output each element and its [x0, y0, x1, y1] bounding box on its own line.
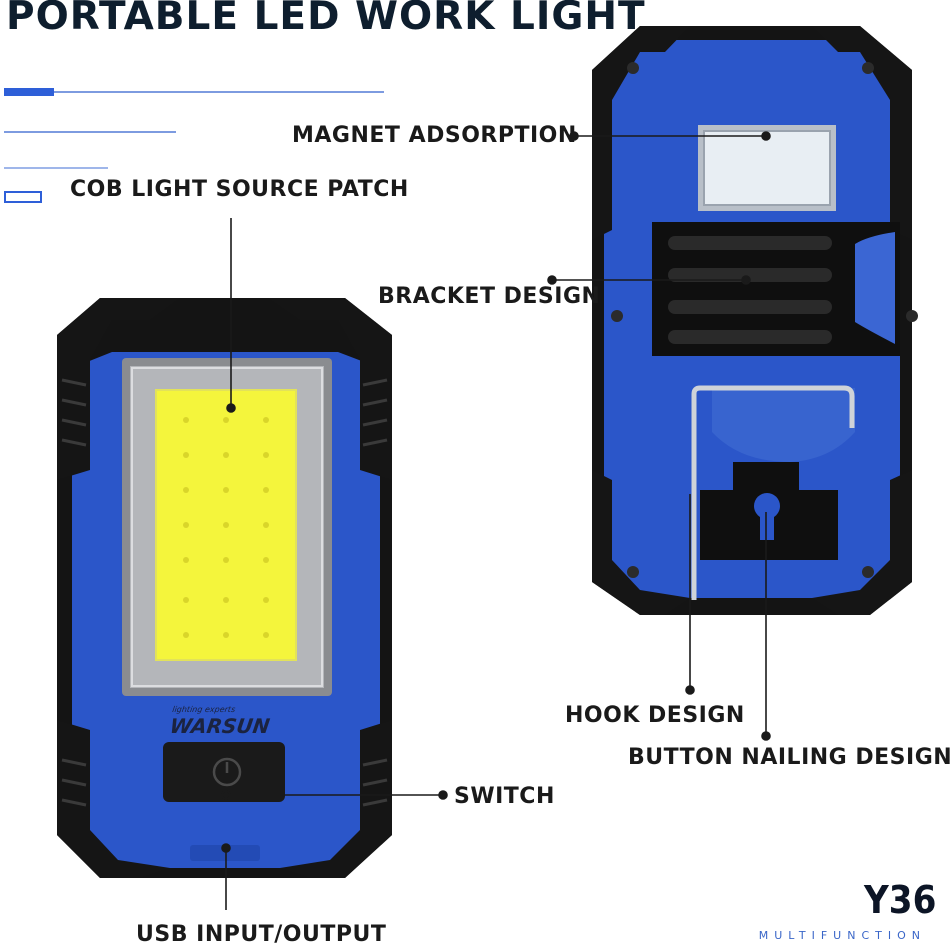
decorative-line-2 — [4, 131, 176, 133]
model-name: Y36 — [863, 878, 936, 922]
label-switch: SWITCH — [454, 784, 555, 809]
model-subtitle: MULTIFUNCTION — [758, 929, 926, 942]
decorative-line-1 — [4, 91, 384, 93]
decorative-line-3 — [4, 167, 108, 169]
label-magnet: MAGNET ADSORPTION — [292, 123, 577, 148]
label-usb: USB INPUT/OUTPUT — [136, 922, 387, 947]
front-light — [57, 298, 392, 878]
back-light — [592, 26, 918, 615]
decorative-box — [4, 191, 42, 203]
decorative-bar-1 — [4, 88, 54, 96]
callout-lines — [221, 131, 771, 910]
label-button-nailing: BUTTON NAILING DESIGN — [628, 745, 950, 770]
switch-button — [163, 742, 285, 802]
label-hook: HOOK DESIGN — [565, 703, 745, 728]
brand-logo: lighting experts WARSUN — [168, 705, 272, 738]
label-cob-light: COB LIGHT SOURCE PATCH — [70, 177, 409, 202]
page-title: PORTABLE LED WORK LIGHT — [6, 0, 646, 39]
label-bracket: BRACKET DESIGN — [378, 284, 601, 309]
